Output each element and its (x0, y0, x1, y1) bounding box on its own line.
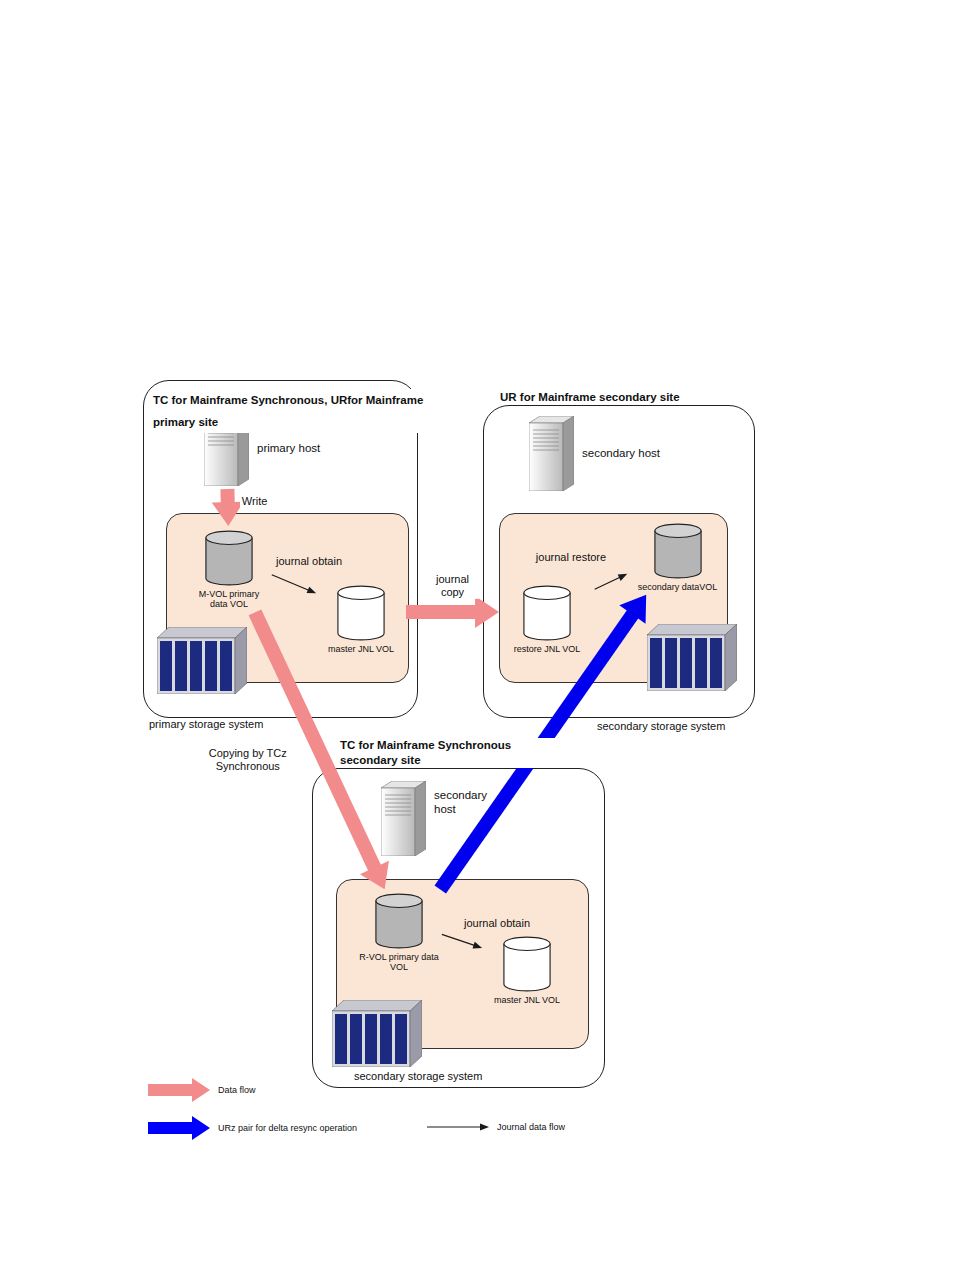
connector-shaft (440, 613, 634, 890)
site-title: TC for Mainframe Synchronous secondary s… (338, 738, 557, 768)
data-flow-arrow (406, 596, 499, 628)
arrow-head (475, 596, 499, 628)
legend-item: Journal data flow (425, 1114, 565, 1140)
arrow-head (619, 595, 646, 624)
site-title: TC for Mainframe Synchronous, URfor Main… (151, 389, 460, 433)
legend-text: Data flow (218, 1085, 256, 1095)
arrow-head (360, 861, 389, 890)
legend-sample (146, 1115, 212, 1141)
host-label: secondary host (582, 447, 660, 461)
storage-system-box: primary storage systemM-VOL primary data… (166, 513, 409, 683)
cylinder-icon (653, 522, 703, 580)
legend-line (427, 1126, 481, 1127)
cylinder-icon (336, 584, 386, 642)
storage-label: primary storage system (147, 718, 265, 730)
host-label: primary host (257, 442, 320, 456)
data-volume: M-VOL primary data VOL (189, 529, 269, 610)
legend-sample (146, 1077, 212, 1103)
journal-flow-arrow (272, 575, 316, 594)
volume-label: master JNL VOL (319, 644, 403, 654)
journal-flow-arrow (595, 574, 628, 589)
data-volume: R-VOL primary data VOL (359, 892, 439, 973)
storage-system-box: secondary storage systemR-VOL primary da… (336, 879, 589, 1049)
legend-item: URz pair for delta resync operation (146, 1115, 357, 1141)
storage-system-icon (157, 627, 247, 694)
arrow-head (307, 587, 317, 594)
journal-volume: master JNL VOL (319, 584, 403, 654)
host-server: secondary host (529, 416, 660, 491)
cylinder-icon (522, 584, 572, 642)
server-icon (381, 781, 426, 856)
server-icon (529, 416, 574, 491)
connector-shaft (442, 934, 475, 945)
volume-label: master JNL VOL (485, 995, 569, 1005)
storage-label: secondary storage system (595, 720, 727, 732)
legend-swatch (148, 1078, 210, 1102)
delta-resync-arrow (440, 595, 646, 890)
connector-shaft (595, 577, 620, 589)
storage-system-icon (647, 624, 737, 691)
legend-swatch (148, 1116, 210, 1140)
site-region: UR for Mainframe secondary sitesecondary… (483, 405, 755, 718)
connector-shaft (272, 575, 309, 590)
journal-flow-arrow (442, 934, 482, 948)
data-volume: secondary dataVOL (630, 522, 725, 592)
edge-label: journal copy (427, 573, 479, 599)
legend-text: URz pair for delta resync operation (218, 1123, 357, 1133)
arrow-head (618, 574, 628, 581)
arrow-head (473, 942, 483, 949)
storage-system-icon (332, 1000, 422, 1067)
edge-label: journal obtain (462, 918, 532, 931)
legend-sample (425, 1114, 491, 1140)
journal-volume: master JNL VOL (485, 935, 569, 1005)
legend-text: Journal data flow (497, 1122, 565, 1132)
journal-volume: restore JNL VOL (502, 584, 592, 654)
edge-label: Copying by TCz Synchronous (198, 747, 297, 773)
cylinder-icon (374, 892, 424, 950)
site-title: UR for Mainframe secondary site (498, 390, 742, 404)
host-label: secondary host (434, 789, 494, 817)
edge-label: Write (240, 495, 269, 508)
connector-shaft (255, 612, 376, 869)
volume-label: secondary dataVOL (630, 582, 725, 592)
storage-label: secondary storage system (352, 1070, 484, 1082)
cylinder-icon (204, 529, 254, 587)
edge-label: journal restore (534, 551, 608, 564)
connector-shaft (406, 605, 477, 619)
cylinder-icon (502, 935, 552, 993)
volume-label: R-VOL primary data VOL (359, 952, 439, 973)
storage-system-box: secondary storage systemrestore JNL VOLs… (499, 513, 728, 683)
volume-label: M-VOL primary data VOL (189, 589, 269, 610)
edge-label: journal obtain (274, 555, 344, 568)
volume-label: restore JNL VOL (502, 644, 592, 654)
legend-item: Data flow (146, 1077, 256, 1103)
arrow-head (480, 1124, 489, 1131)
